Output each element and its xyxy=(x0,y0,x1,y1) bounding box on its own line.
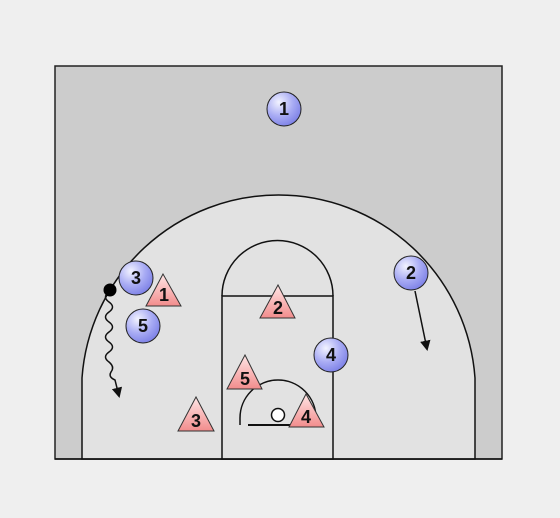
defender-5-label: 5 xyxy=(240,369,250,389)
basketball xyxy=(103,283,117,297)
offensive-player-4-label: 4 xyxy=(326,345,336,365)
defender-2: 2 xyxy=(259,283,296,319)
cut-arrow-player-2 xyxy=(414,290,431,352)
defender-4: 4 xyxy=(288,392,325,428)
offensive-player-5: 5 xyxy=(125,308,161,344)
defender-5: 5 xyxy=(226,353,263,390)
restricted-area-arc xyxy=(239,379,317,425)
offensive-player-4: 4 xyxy=(313,337,349,373)
free-throw-circle xyxy=(221,239,334,297)
offensive-player-2: 2 xyxy=(393,255,429,291)
defender-3-label: 3 xyxy=(191,411,201,431)
offensive-player-1-label: 1 xyxy=(279,99,289,119)
offensive-player-2-label: 2 xyxy=(406,263,416,283)
defender-3: 3 xyxy=(177,395,215,432)
dribble-path xyxy=(104,291,123,399)
offensive-player-5-label: 5 xyxy=(138,316,148,336)
offensive-player-3-label: 3 xyxy=(131,268,141,288)
defender-2-label: 2 xyxy=(273,298,283,318)
defender-4-label: 4 xyxy=(301,407,311,427)
offensive-player-1: 1 xyxy=(266,91,302,127)
defender-1: 1 xyxy=(145,272,182,307)
offensive-player-3: 3 xyxy=(118,260,154,296)
basket-rim xyxy=(270,407,286,423)
defender-1-label: 1 xyxy=(159,285,169,305)
